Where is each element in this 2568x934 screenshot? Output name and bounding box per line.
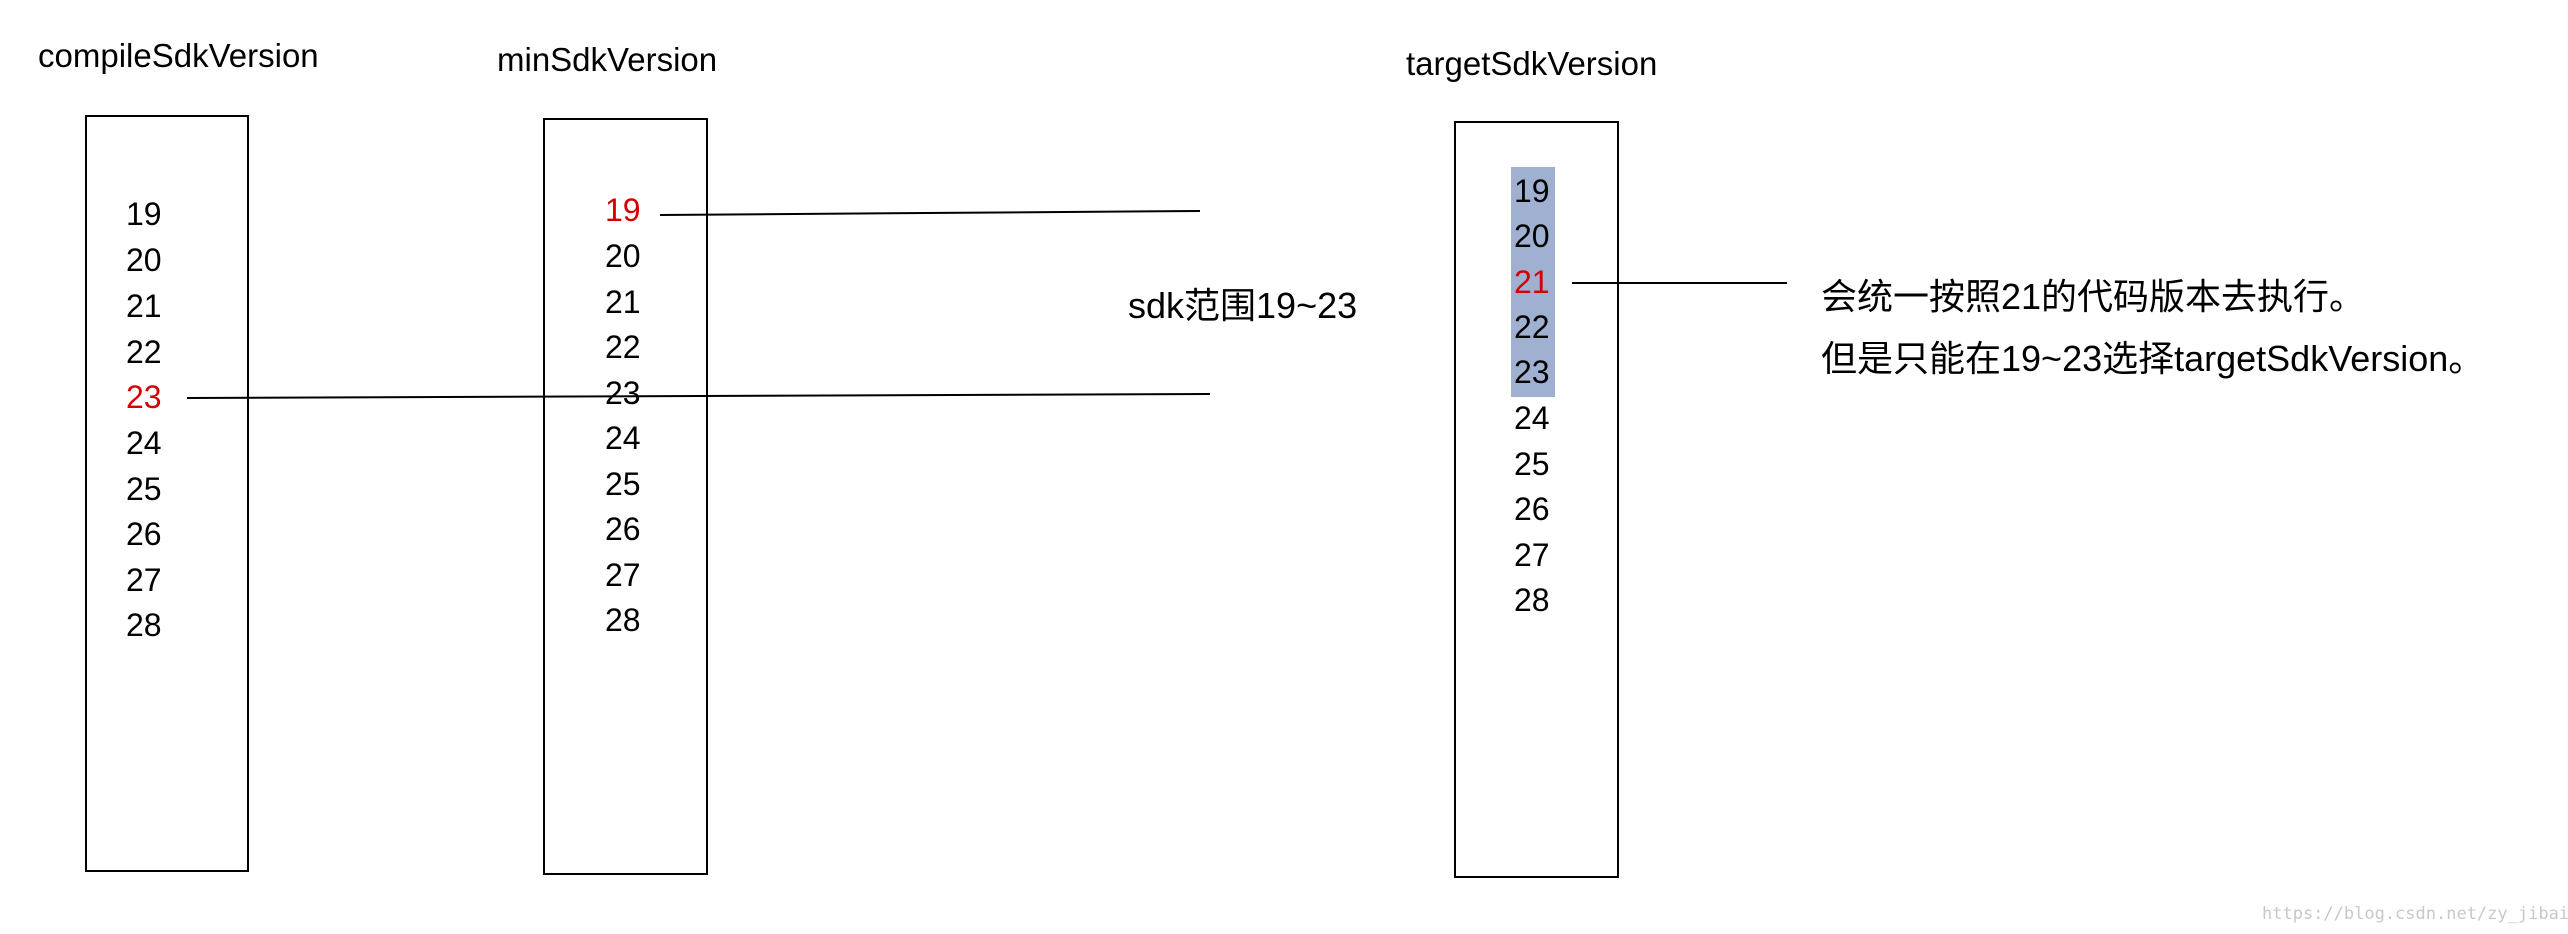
target-version-item: 19 <box>1514 173 1550 209</box>
min-version-item: 22 <box>605 329 641 365</box>
compile-version-item: 20 <box>126 242 162 278</box>
min-version-item: 26 <box>605 511 641 547</box>
target-version-item: 22 <box>1514 309 1550 345</box>
line-compile-23 <box>186 393 1211 399</box>
target-version-item: 25 <box>1514 446 1550 482</box>
compile-version-item: 21 <box>126 288 162 324</box>
target-range-highlight <box>1511 167 1555 397</box>
note-line-1: 会统一按照21的代码版本去执行。 <box>1821 276 2366 317</box>
target-version-item: 24 <box>1514 400 1550 436</box>
min-version-item: 28 <box>605 602 641 638</box>
target-version-item-highlighted: 21 <box>1514 264 1550 300</box>
min-version-item: 20 <box>605 238 641 274</box>
target-version-item: 26 <box>1514 491 1550 527</box>
min-version-item: 23 <box>605 375 641 411</box>
line-min-19 <box>659 210 1201 216</box>
compile-version-item: 19 <box>126 196 162 232</box>
target-version-item: 23 <box>1514 354 1550 390</box>
min-sdk-box <box>543 118 708 875</box>
compile-version-item: 28 <box>126 607 162 643</box>
compile-version-item: 26 <box>126 516 162 552</box>
compile-sdk-box <box>85 115 249 872</box>
compile-version-item: 24 <box>126 425 162 461</box>
target-version-item: 27 <box>1514 537 1550 573</box>
target-sdk-title: targetSdkVersion <box>1406 45 1658 82</box>
min-version-item-highlighted: 19 <box>605 192 641 228</box>
min-version-item: 24 <box>605 420 641 456</box>
target-version-item: 20 <box>1514 218 1550 254</box>
compile-version-item: 25 <box>126 471 162 507</box>
min-version-item: 25 <box>605 466 641 502</box>
compile-version-item: 22 <box>126 334 162 370</box>
compile-version-item: 27 <box>126 562 162 598</box>
min-version-item: 21 <box>605 284 641 320</box>
sdk-range-label: sdk范围19~23 <box>1128 285 1358 326</box>
min-version-item: 27 <box>605 557 641 593</box>
target-version-item: 28 <box>1514 582 1550 618</box>
min-sdk-title: minSdkVersion <box>497 41 718 78</box>
compile-version-item-highlighted: 23 <box>126 379 162 415</box>
compile-sdk-title: compileSdkVersion <box>38 37 319 74</box>
note-line-2: 但是只能在19~23选择targetSdkVersion。 <box>1821 338 2485 379</box>
watermark: https://blog.csdn.net/zy_jibai <box>2262 904 2568 924</box>
